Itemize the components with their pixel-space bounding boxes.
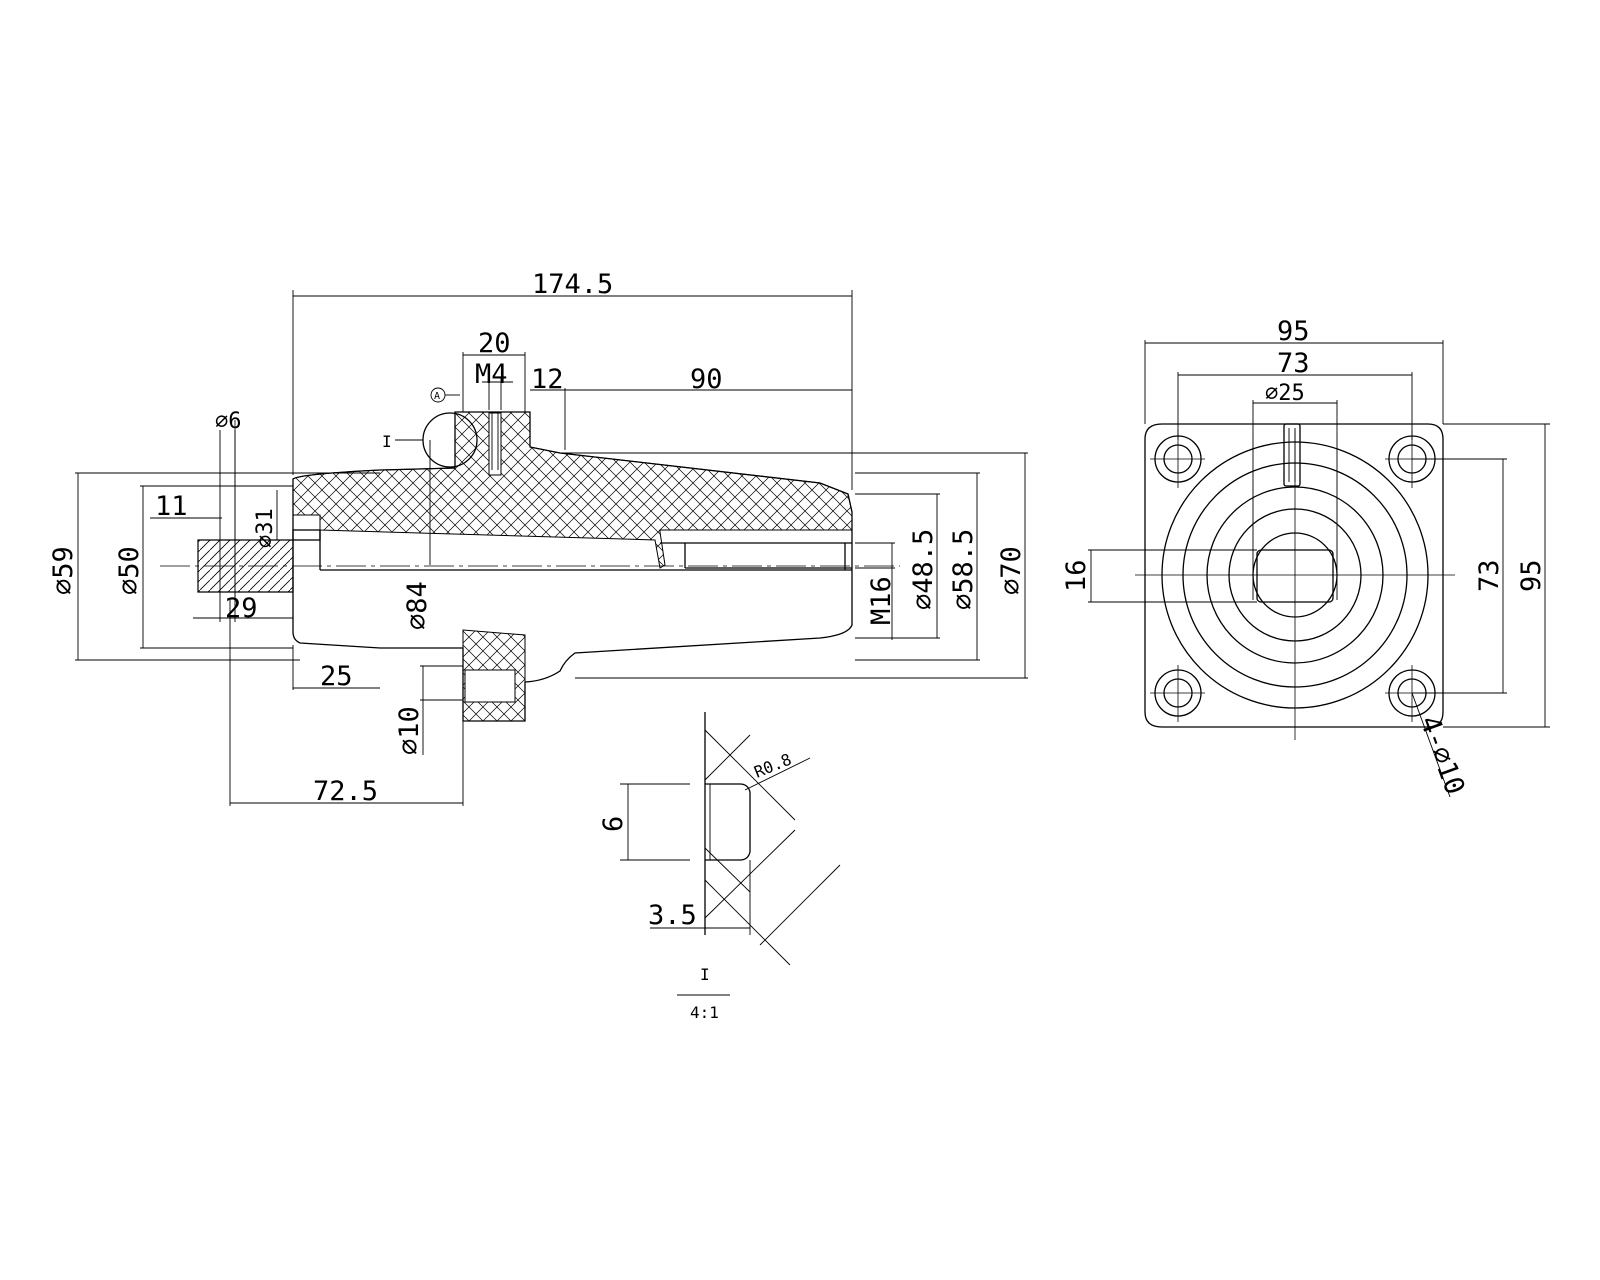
detail-depth: 6	[598, 816, 629, 832]
dim-dia-84: ⌀84	[402, 581, 433, 630]
dim-height-95: 95	[1516, 559, 1547, 592]
dim-collar: 12	[531, 364, 564, 395]
dim-dia-70: ⌀70	[996, 546, 1027, 595]
flange-outline	[1144, 423, 1444, 728]
detail-scale: 4:1	[690, 1003, 719, 1022]
dim-hole-pitch-73: 73	[1277, 348, 1310, 379]
dim-width-95: 95	[1277, 316, 1310, 347]
side-view: I A 174.5 20 M4 12 90 ⌀6 11 ⌀31 29	[48, 269, 1028, 807]
detail-view: R0.8 6 3.5 I 4:1	[598, 712, 841, 1022]
dim-11: 11	[155, 491, 188, 522]
datum-label: A	[434, 391, 440, 402]
dim-overall-length: 174.5	[532, 269, 613, 300]
dim-dia-shaft: ⌀31	[253, 508, 278, 548]
detail-radius: R0.8	[751, 750, 794, 782]
dim-dia-10: ⌀10	[394, 706, 425, 755]
dim-taper-length: 90	[690, 364, 723, 395]
detail-label: I	[700, 965, 710, 984]
detail-marker: I	[382, 432, 392, 451]
dim-72-5: 72.5	[313, 776, 378, 807]
shaft-stub	[197, 539, 294, 593]
dim-thread-side: M4	[475, 359, 508, 390]
detail-width: 3.5	[648, 900, 697, 931]
dim-key-16: 16	[1061, 559, 1092, 592]
dim-boss-width: 20	[478, 328, 511, 359]
dim-holes: 4-⌀10	[1413, 712, 1470, 799]
dim-height-73: 73	[1474, 559, 1505, 592]
dim-dia-25: ⌀25	[1265, 381, 1305, 406]
dim-dia-59: ⌀59	[48, 546, 79, 595]
dim-25: 25	[320, 661, 353, 692]
dim-dia-pin: ⌀6	[215, 409, 242, 434]
section-hatch	[292, 411, 853, 569]
dim-dia-50: ⌀50	[114, 546, 145, 595]
dim-dia-58-5: ⌀58.5	[948, 529, 979, 610]
dim-thread-bore: M16	[866, 576, 897, 625]
dim-dia-48-5: ⌀48.5	[908, 529, 939, 610]
front-view: 95 73 ⌀25 16 73 95 4-⌀10	[1061, 316, 1550, 799]
